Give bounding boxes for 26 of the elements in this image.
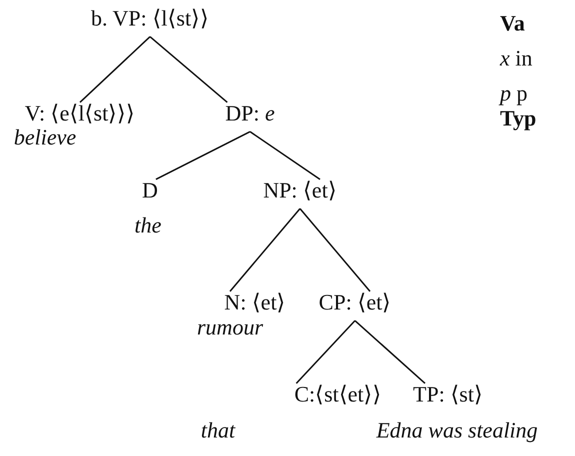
tree-node-label: D	[142, 177, 158, 202]
tree-node-label: NP: ⟨et⟩	[263, 177, 337, 202]
tree-node-label: C:⟨st⟨et⟩⟩	[294, 381, 382, 406]
note-text: x in	[500, 45, 532, 71]
tree-branch-line	[229, 208, 301, 292]
word-label: Edna was stealing	[376, 417, 538, 443]
word-label: the	[134, 212, 162, 238]
note-text: p p	[500, 80, 528, 106]
tree-node-label: V: ⟨e⟨l⟨st⟩⟩⟩	[24, 100, 136, 126]
word-label: that	[200, 417, 236, 443]
tree-branch-line	[79, 36, 151, 103]
tree-branch-line	[150, 36, 228, 103]
tree-node-label: N: ⟨et⟩	[224, 289, 286, 314]
word-label: believe	[14, 124, 76, 150]
tree-node-label: b. VP: ⟨l⟨st⟩⟩	[90, 5, 210, 30]
tree-branch-line	[354, 320, 426, 384]
tree-branch-line	[156, 130, 250, 180]
tree-node-label: CP: ⟨et⟩	[318, 289, 392, 314]
tree-branch-line	[296, 320, 356, 384]
word-label: rumour	[197, 314, 263, 340]
tree-branch-line	[299, 208, 371, 292]
tree-node-label: DP: e	[225, 100, 275, 126]
heading-text: Typ	[500, 105, 536, 131]
tree-branch-line	[250, 131, 320, 180]
heading-text: Va	[500, 10, 525, 36]
tree-node-label: TP: ⟨st⟩	[413, 381, 483, 406]
